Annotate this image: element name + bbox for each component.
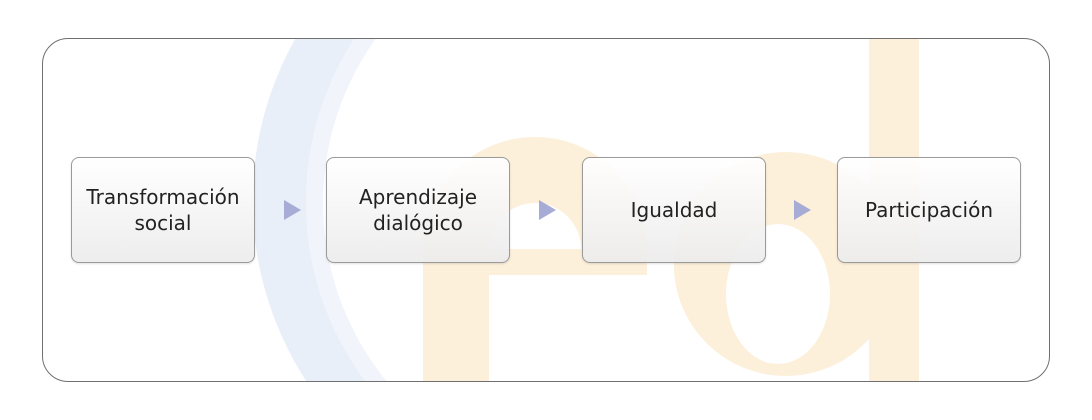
step-label: Participación	[864, 198, 993, 222]
step-participacion: Participación	[837, 157, 1021, 263]
step-aprendizaje-dialogico: Aprendizaje dialógico	[326, 157, 510, 263]
step-igualdad: Igualdad	[582, 157, 766, 263]
step-label: Igualdad	[630, 198, 718, 222]
arrow-right-icon	[284, 200, 301, 220]
arrow-right-icon	[794, 200, 811, 220]
step-label: Transformación social	[86, 185, 240, 235]
diagram-frame: Transformación social Aprendizaje dialóg…	[42, 38, 1050, 382]
arrow-right-icon	[539, 200, 556, 220]
step-transformacion-social: Transformación social	[71, 157, 255, 263]
step-label: Aprendizaje dialógico	[358, 185, 477, 235]
